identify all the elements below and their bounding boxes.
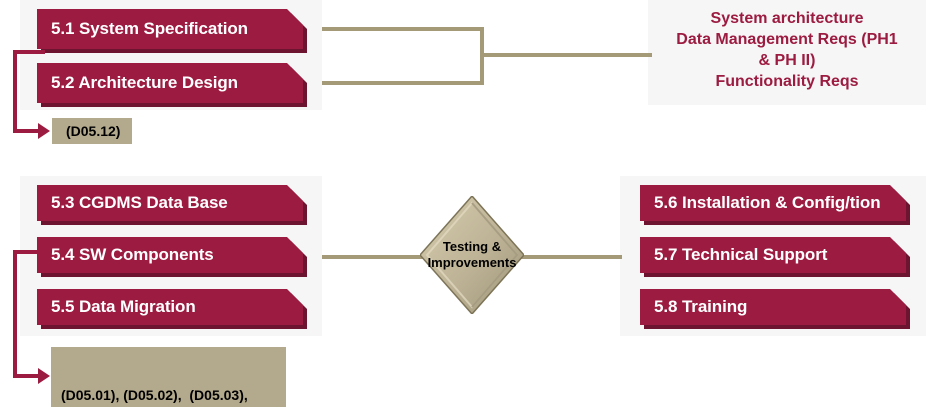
process-box-51-label: 5.1 System Specification: [51, 19, 248, 38]
process-box-58[interactable]: 5.8 Training: [640, 289, 906, 325]
process-box-58-label: 5.8 Training: [654, 297, 748, 316]
process-box-52[interactable]: 5.2 Architecture Design: [37, 63, 303, 103]
deliverable-box-group[interactable]: (D05.01), (D05.02), (D05.03), (D05.04), …: [51, 347, 286, 407]
arrow-bottom-vertical: [13, 250, 17, 378]
connector-line-51: [322, 27, 484, 31]
process-box-53[interactable]: 5.3 CGDMS Data Base: [37, 185, 303, 221]
process-box-56[interactable]: 5.6 Installation & Config/tion: [640, 185, 906, 221]
process-box-55-label: 5.5 Data Migration: [51, 297, 196, 316]
process-box-52-label: 5.2 Architecture Design: [51, 73, 238, 92]
arrow-top-head-icon: [38, 123, 50, 139]
requirements-text: System architecture Data Management Reqs…: [676, 10, 898, 90]
deliverable-line-1: (D05.01), (D05.02), (D05.03),: [61, 387, 248, 403]
process-box-57-label: 5.7 Technical Support: [654, 245, 828, 264]
arrow-top-start-stub: [13, 50, 45, 54]
deliverable-box-d0512-label: (D05.12): [66, 123, 121, 139]
connector-line-left-to-diamond: [322, 255, 431, 259]
connector-line-52: [322, 81, 484, 85]
process-box-56-label: 5.6 Installation & Config/tion: [654, 193, 881, 212]
process-box-51[interactable]: 5.1 System Specification: [37, 9, 303, 49]
arrow-bottom-head-icon: [38, 368, 50, 384]
process-box-54-label: 5.4 SW Components: [51, 245, 214, 264]
connector-line-diamond-to-right: [513, 255, 622, 259]
deliverable-box-d0512[interactable]: (D05.12): [52, 118, 132, 144]
connector-line-to-requirements: [480, 53, 652, 57]
process-box-55[interactable]: 5.5 Data Migration: [37, 289, 303, 325]
panel-top-right-requirements: [648, 0, 926, 105]
decision-diamond-shape: [420, 196, 524, 314]
process-box-57[interactable]: 5.7 Technical Support: [640, 237, 906, 273]
process-box-53-label: 5.3 CGDMS Data Base: [51, 193, 228, 212]
decision-diamond[interactable]: Testing & Improvements: [420, 196, 524, 314]
arrow-bottom-start-stub: [13, 250, 45, 254]
process-box-54[interactable]: 5.4 SW Components: [37, 237, 303, 273]
arrow-bottom-horizontal: [13, 374, 41, 378]
arrow-top-vertical: [13, 50, 17, 133]
arrow-top-horizontal: [13, 129, 41, 133]
